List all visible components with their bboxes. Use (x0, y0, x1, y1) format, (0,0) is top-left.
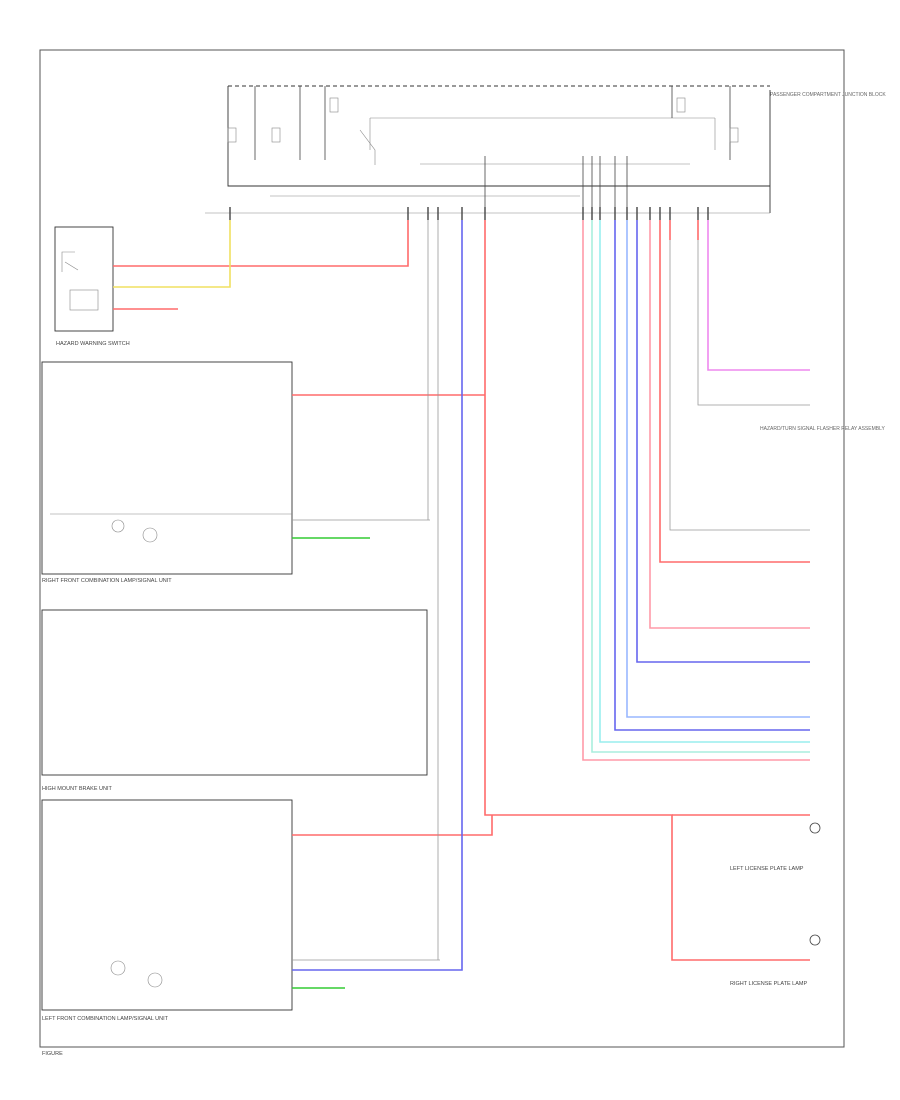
wire-red-lf (292, 815, 493, 836)
hazard-module-label: HAZARD/TURN SIGNAL FLASHER RELAY ASSEMBL… (760, 426, 886, 432)
diagram-frame (39, 49, 845, 1048)
wire-blue-r3 (636, 220, 810, 663)
left-license-label: LEFT LICENSE PLATE LAMP (730, 866, 804, 872)
junction-block-label: PASSENGER COMPARTMENT JUNCTION BLOCK (770, 92, 886, 98)
junction-block (205, 85, 771, 214)
left-front-unit: LEFT FRONT COMBINATION LAMP/SIGNAL UNIT (41, 799, 293, 1022)
wire-red-hazard (113, 220, 409, 267)
wire-pink-r8 (582, 220, 810, 761)
high-mount-unit: HIGH MOUNT BRAKE UNIT (41, 609, 428, 792)
wire-violet (707, 220, 810, 371)
license-lamps: LEFT LICENSE PLATE LAMP RIGHT LICENSE PL… (730, 822, 821, 987)
wire-pink-r2 (649, 220, 810, 629)
wire-cyan-r7 (591, 220, 810, 753)
right-front-unit-label: RIGHT FRONT COMBINATION LAMP/SIGNAL UNIT (42, 578, 172, 584)
connector-stubs (229, 207, 709, 220)
wire-blue-lf (292, 220, 463, 971)
wire-cyan-r6 (599, 220, 810, 743)
wire-yellow-hazard (113, 220, 231, 288)
wire-red-r1 (659, 220, 810, 563)
wires (113, 220, 810, 989)
hazard-switch-label: HAZARD WARNING SWITCH (56, 341, 130, 347)
left-front-unit-label: LEFT FRONT COMBINATION LAMP/SIGNAL UNIT (42, 1016, 169, 1022)
right-front-unit: RIGHT FRONT COMBINATION LAMP/SIGNAL UNIT (41, 361, 293, 584)
wire-blue-r5 (614, 220, 810, 731)
wire-red-main (484, 220, 810, 961)
wire-lblue-r4 (626, 220, 810, 718)
right-license-label: RIGHT LICENSE PLATE LAMP (730, 981, 807, 987)
high-mount-unit-label: HIGH MOUNT BRAKE UNIT (42, 786, 113, 792)
gray-wires (292, 220, 810, 961)
footer-label: FIGURE (42, 1051, 63, 1057)
hazard-switch: HAZARD WARNING SWITCH (54, 226, 130, 347)
